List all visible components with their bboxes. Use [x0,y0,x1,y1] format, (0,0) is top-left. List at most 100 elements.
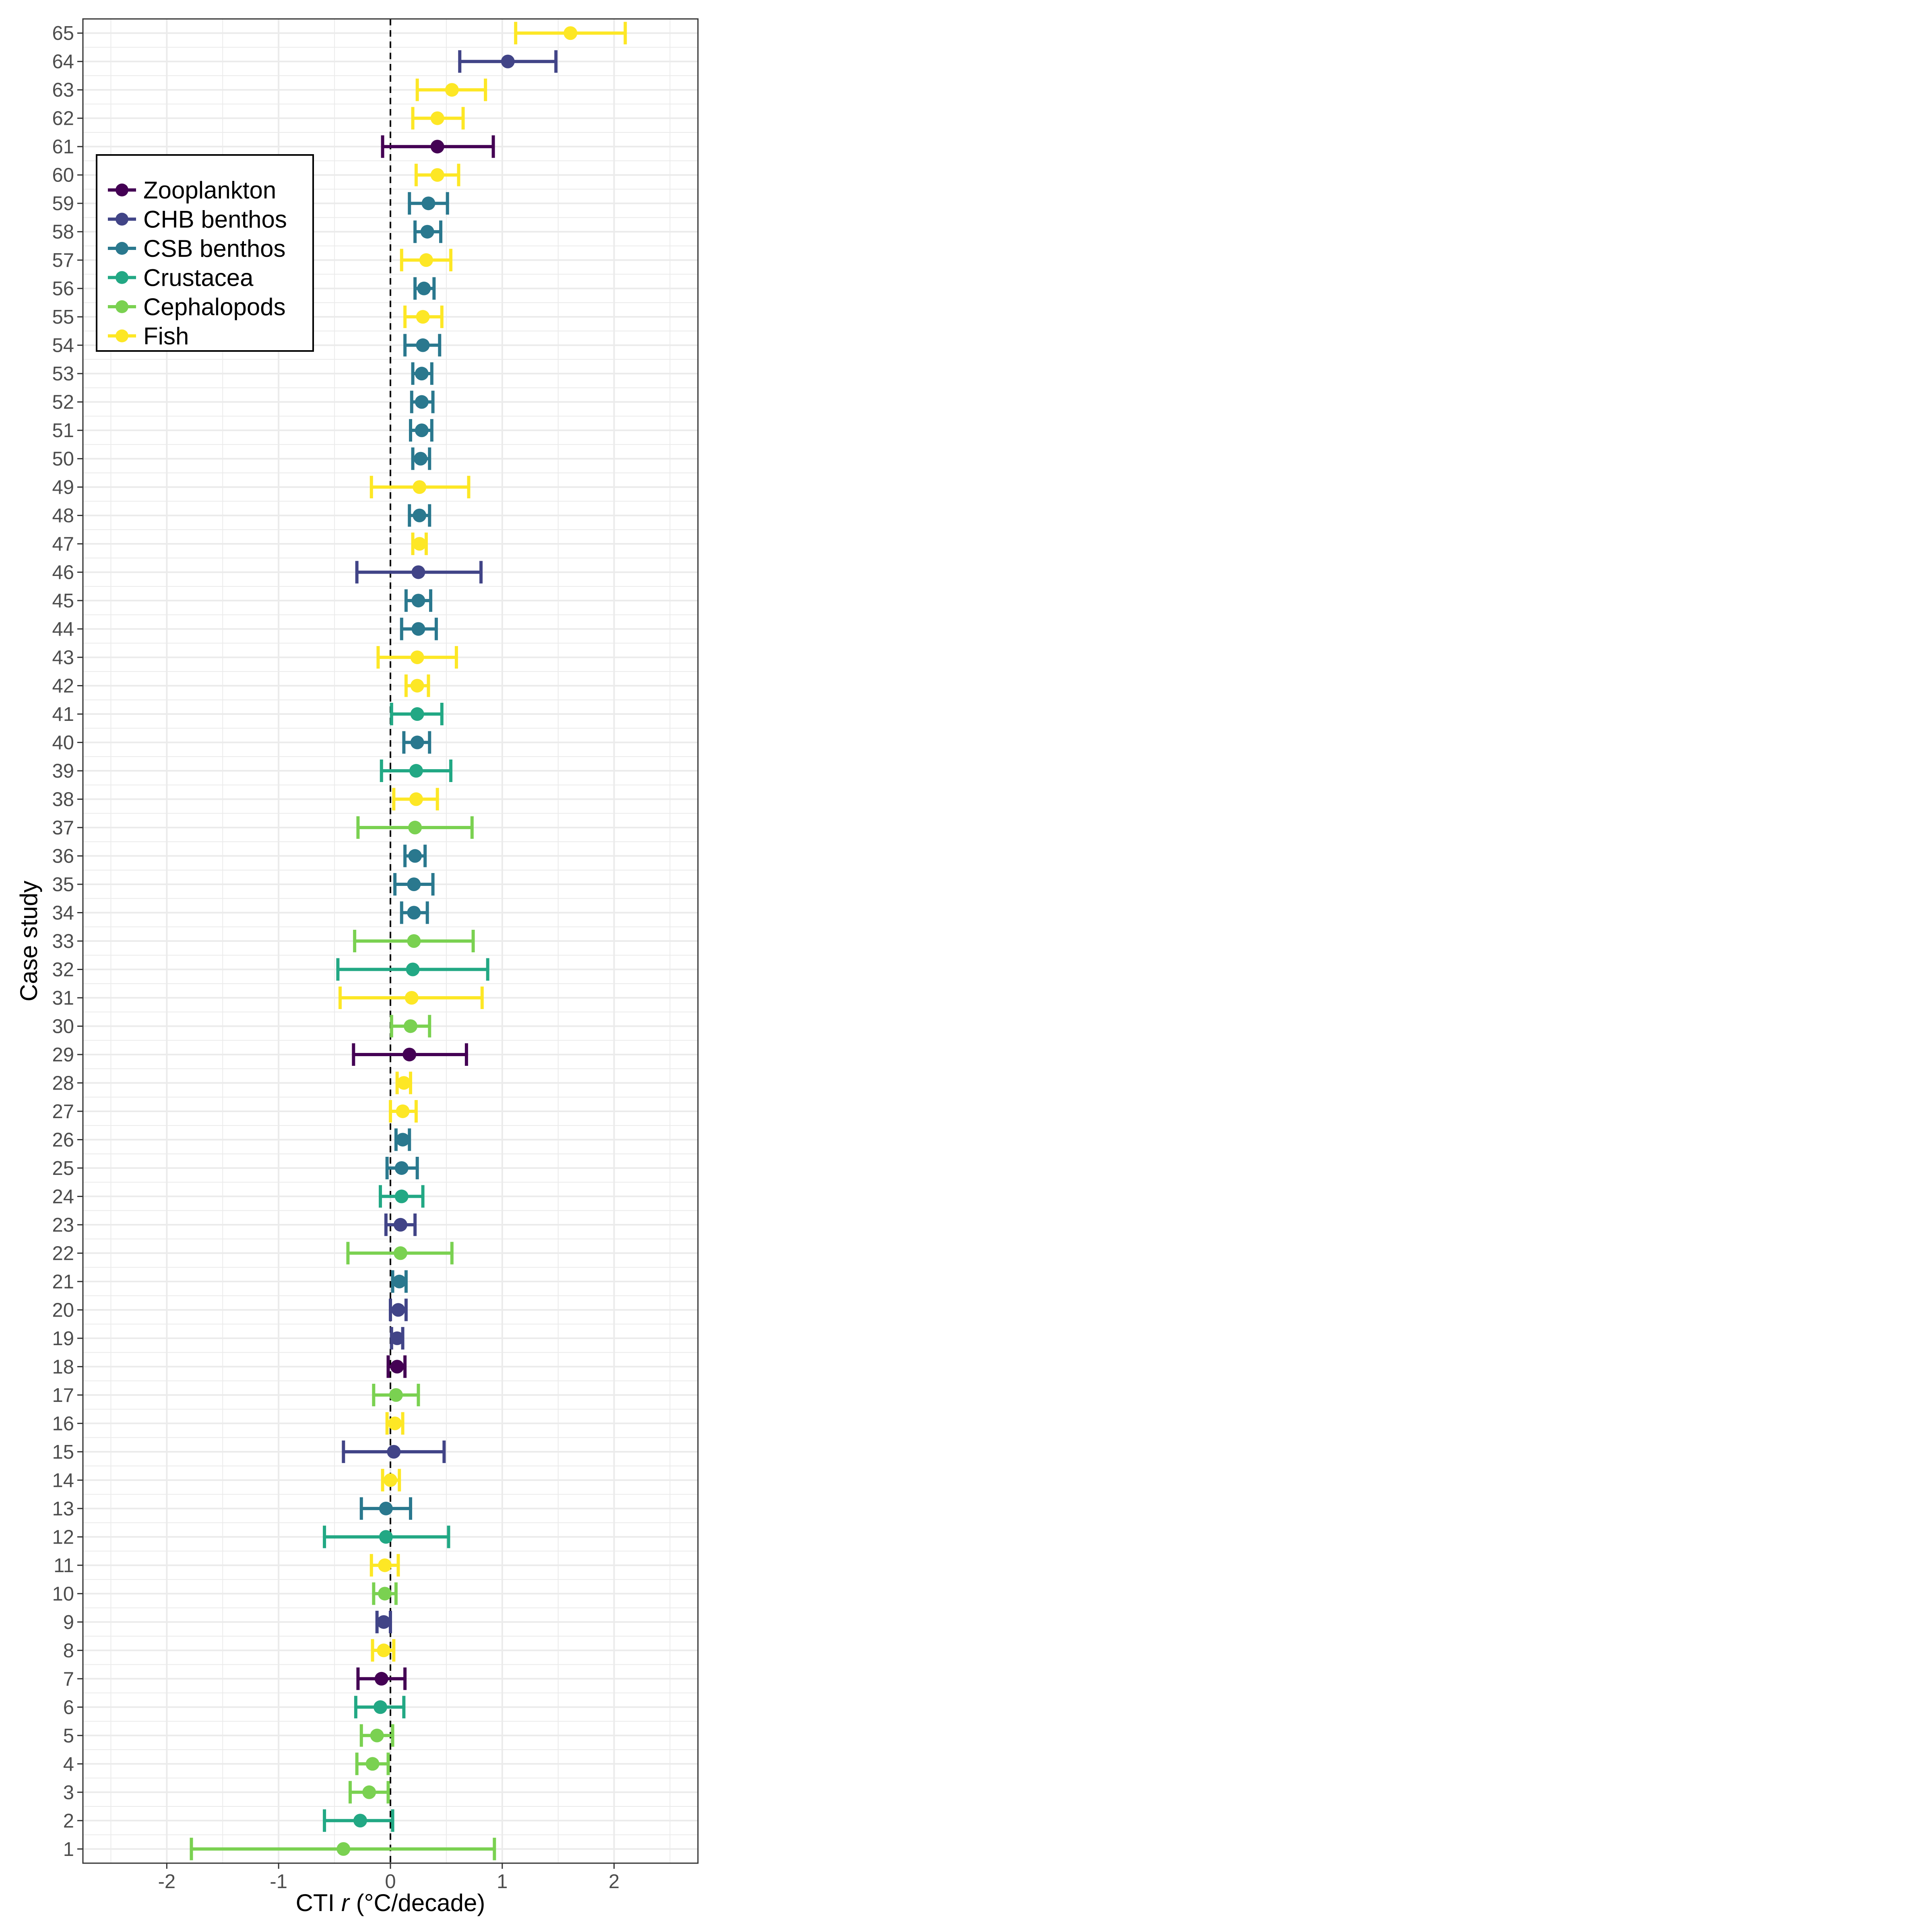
case-18-mark [386,1355,407,1378]
x-tick-label: 2 [609,1871,619,1893]
y-tick-label: 16 [52,1413,74,1435]
case-46-mark [355,561,483,584]
case-16-mark [385,1412,405,1435]
data-point [374,1672,388,1686]
case-28-mark [395,1071,413,1094]
data-point [373,1700,387,1714]
case-27-mark [389,1100,418,1123]
case-51-mark [409,419,433,442]
legend-item: Cephalopods [108,293,286,320]
case-40-mark [402,731,431,754]
y-tick-label: 19 [52,1328,74,1350]
case-7-mark [356,1667,407,1690]
y-tick-label: 38 [52,789,74,811]
data-point [413,537,427,551]
y-tick-label: 44 [52,619,74,640]
y-tick-label: 14 [52,1470,74,1491]
case-29-mark [352,1043,468,1066]
data-point [396,1133,410,1147]
data-point [391,1303,405,1317]
y-tick-label: 32 [52,959,74,980]
y-tick-label: 42 [52,675,74,697]
y-tick-label: 64 [52,51,74,73]
case-44-mark [400,617,438,640]
legend-item: CSB benthos [108,235,286,262]
case-21-mark [391,1270,408,1293]
case-64-mark [458,50,558,73]
y-tick-label: 18 [52,1356,74,1378]
y-tick-label: 35 [52,874,74,896]
y-tick-label: 6 [63,1697,74,1718]
y-tick-label: 15 [52,1441,74,1463]
data-point [379,1530,393,1544]
y-tick-label: 60 [52,165,74,186]
case-19-mark [390,1327,405,1350]
legend-key-point [116,213,128,226]
y-tick-label: 1 [63,1839,74,1860]
data-point [365,1757,380,1771]
data-point [501,54,515,68]
data-point [430,140,444,154]
y-tick-label: 49 [52,477,74,498]
case-59-mark [408,192,449,215]
y-tick-label: 63 [52,79,74,101]
legend-key-point [116,242,128,255]
case-48-mark [408,504,431,527]
y-tick-label: 21 [52,1271,74,1293]
case-11-mark [369,1554,400,1577]
x-tick-label: -1 [270,1871,287,1893]
y-tick-label: 24 [52,1186,74,1208]
case-36-mark [403,844,427,867]
y-tick-label: 37 [52,817,74,839]
y-tick-label: 17 [52,1385,74,1406]
case-8-mark [371,1639,396,1662]
legend-key-point [116,329,128,343]
data-point [396,1104,410,1118]
data-point [402,1047,417,1061]
data-point [409,764,423,778]
y-tick-label: 11 [54,1555,74,1577]
data-point [409,792,423,806]
data-point [408,849,422,863]
y-axis-title: Case study [15,881,42,1001]
case-57-mark [400,249,453,272]
case-24-mark [378,1185,425,1208]
data-point [394,1161,409,1175]
legend-label: CSB benthos [143,235,286,262]
data-point [378,1558,392,1572]
y-tick-label: 12 [52,1526,74,1548]
data-point [377,1643,391,1657]
case-12-mark [323,1525,450,1548]
data-point [430,168,444,182]
data-point [420,225,434,239]
data-point [410,707,424,721]
y-tick-label: 23 [52,1214,74,1236]
data-point [407,906,421,920]
y-tick-label: 39 [52,760,74,782]
case-15-mark [342,1440,446,1463]
y-tick-label: 55 [52,306,74,328]
case-43-mark [376,646,458,669]
data-point [416,338,430,352]
case-17-mark [372,1383,420,1406]
y-tick-label: 26 [52,1129,74,1151]
y-tick-label: 46 [52,562,74,584]
data-point [388,1416,402,1430]
case-60-mark [414,163,460,186]
y-tick-label: 2 [63,1810,74,1832]
y-tick-label: 43 [52,647,74,669]
y-tick-label: 33 [52,931,74,952]
data-point [390,1360,404,1374]
case-5-mark [359,1724,394,1747]
data-point [417,281,431,295]
data-point [421,196,436,211]
y-tick-label: 10 [52,1583,74,1605]
data-point [564,26,578,40]
data-point [394,1246,408,1260]
x-tick-label: 0 [385,1871,396,1893]
y-tick-label: 5 [63,1725,74,1747]
data-point [392,1274,407,1288]
x-axis-title-part-1: CTI [296,1889,341,1916]
y-tick-label: 4 [63,1753,74,1775]
